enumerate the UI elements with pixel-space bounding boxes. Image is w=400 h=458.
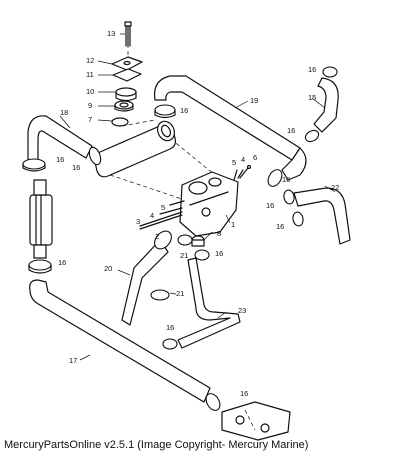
- ring-part-10: [115, 87, 137, 102]
- screw-part-5-left: [169, 200, 185, 206]
- hose-part-17: [29, 279, 211, 403]
- alignment-line-2: [121, 119, 156, 127]
- gasket-part-11: [112, 68, 142, 82]
- callout-16e: 16: [287, 126, 295, 135]
- clamp-part-21-lower: [150, 289, 170, 301]
- thermostat-housing-part-1: [179, 171, 239, 237]
- callout-4-left: 4: [150, 211, 154, 220]
- screw-part-4-right: [237, 169, 244, 179]
- callout-16g: 16: [266, 201, 274, 210]
- heat-exchanger-housing: [93, 120, 177, 178]
- hose-part-22: [293, 187, 351, 245]
- callout-21b: 21: [176, 289, 184, 298]
- callout-16k: 16: [166, 323, 174, 332]
- callout-8: 8: [217, 229, 221, 238]
- clamp-part-16-upper: [154, 104, 176, 119]
- callout-16f: 16: [282, 175, 290, 184]
- callout-16b: 16: [72, 163, 80, 172]
- hose-part-23: [177, 257, 241, 349]
- hose-part-19: [153, 75, 307, 181]
- cooler-cylinder-left: [29, 179, 53, 259]
- clamp-part-16-lower-left: [28, 259, 52, 274]
- clamp-part-16-mid: [88, 146, 102, 166]
- screw-part-5-right: [233, 169, 238, 181]
- callout-11: 11: [86, 70, 94, 79]
- callout-15: 15: [308, 93, 316, 102]
- callout-leader-lines: [59, 33, 336, 361]
- callout-3: 3: [136, 217, 140, 226]
- sender-part-3: [139, 211, 183, 230]
- hose-part-15: [313, 77, 339, 133]
- callout-16c: 16: [180, 106, 188, 115]
- callout-16i: 16: [215, 249, 223, 258]
- callout-21a: 21: [180, 251, 188, 260]
- callout-16l: 16: [240, 389, 248, 398]
- callout-17: 17: [69, 356, 77, 365]
- clamp-part-16-bottom: [205, 393, 221, 411]
- clamp-part-16-top-right: [322, 66, 338, 78]
- callout-20: 20: [104, 264, 112, 273]
- callout-7: 7: [88, 115, 92, 124]
- callout-5-right: 5: [232, 158, 236, 167]
- callout-9: 9: [88, 101, 92, 110]
- bearing-part-9: [114, 100, 134, 112]
- clamp-part-16-20: [154, 230, 172, 250]
- cover-plate-part-12: [111, 56, 143, 71]
- callout-19: 19: [250, 96, 258, 105]
- o-ring-part-7: [111, 117, 129, 127]
- clamp-part-16-right-lower: [267, 169, 283, 187]
- callout-16a: 16: [56, 155, 64, 164]
- callout-6: 6: [253, 153, 257, 162]
- alignment-line-4: [159, 129, 216, 176]
- callout-16j: 16: [58, 258, 66, 267]
- callout-2: 2: [155, 232, 159, 241]
- callout-16d: 16: [308, 65, 316, 74]
- callout-18: 18: [60, 108, 68, 117]
- callout-1: 1: [231, 220, 235, 229]
- callout-12: 12: [86, 56, 94, 65]
- callout-23: 23: [238, 306, 246, 315]
- clamp-part-16-right-mid: [304, 129, 320, 143]
- callout-5-left: 5: [161, 203, 165, 212]
- callout-13: 13: [107, 29, 115, 38]
- hose-part-20: [121, 239, 169, 326]
- callout-10: 10: [86, 87, 94, 96]
- callout-16h: 16: [276, 222, 284, 231]
- alignment-line-3: [109, 174, 186, 201]
- clamp-part-16-22: [283, 189, 304, 227]
- clamp-part-21-upper: [177, 234, 193, 246]
- callout-numbers: 13 12 11 10 9 7 18 16 16 16 19 16 15 16 …: [56, 29, 339, 398]
- fitting-part-8: [191, 235, 205, 247]
- screw-part-6: [239, 164, 252, 179]
- callout-22: 22: [331, 183, 339, 192]
- clamp-part-16-23: [162, 249, 210, 350]
- hose-part-18: [27, 115, 93, 161]
- seawater-pump-bottom: [221, 401, 291, 441]
- screw-part-4-left: [159, 207, 183, 215]
- callout-4-right: 4: [241, 155, 245, 164]
- image-copyright-caption: MercuryPartsOnline v2.5.1 (Image Copyrig…: [4, 439, 309, 451]
- bolt-part-13: [124, 21, 132, 47]
- clamp-part-16-left: [22, 158, 46, 172]
